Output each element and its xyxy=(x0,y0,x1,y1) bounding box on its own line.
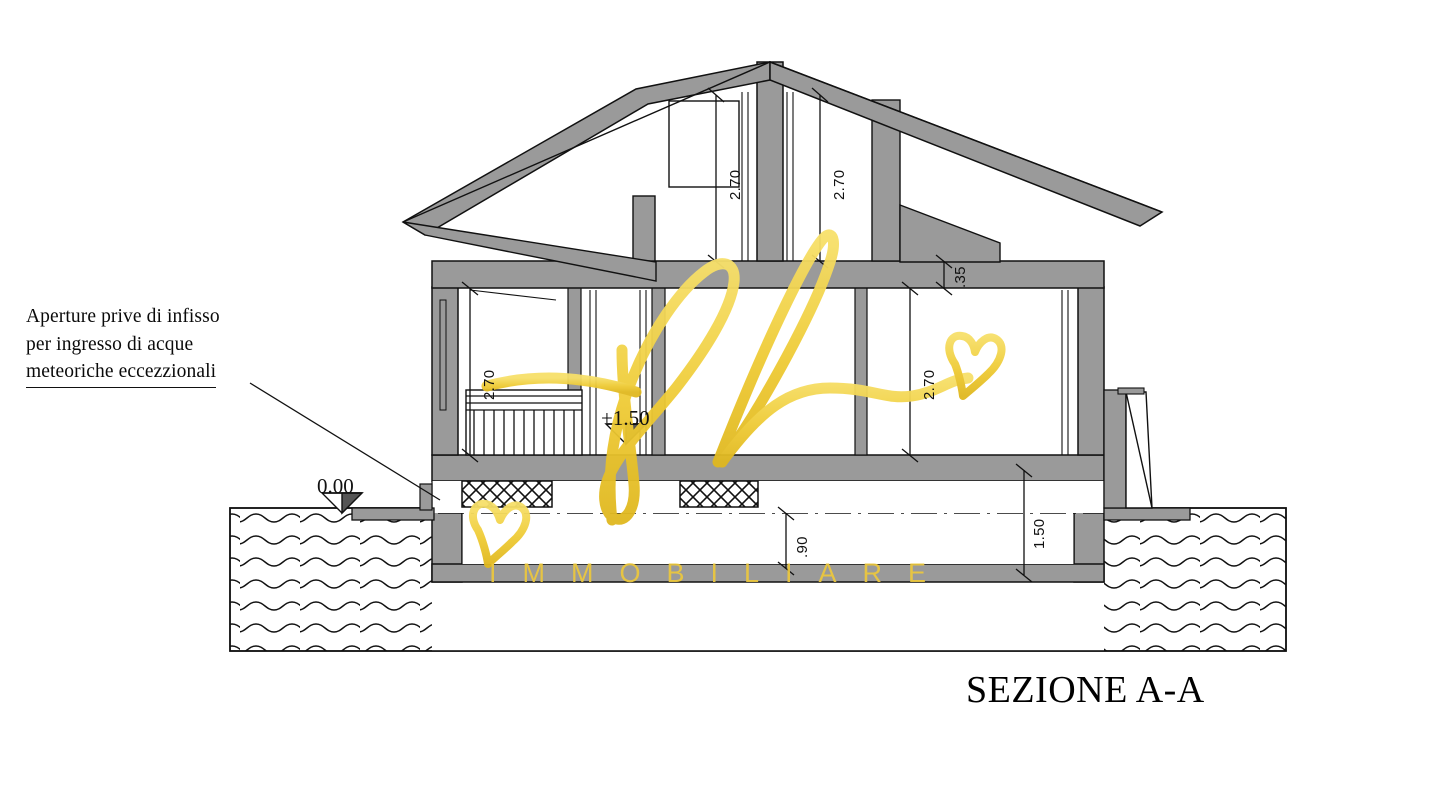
dimension-label-basement: 1.50 xyxy=(1031,518,1048,549)
dim-ground-left xyxy=(461,281,557,463)
dimension-label-attic-left: 2.70 xyxy=(727,169,744,200)
watermark-brand-text: IMMOBILIARE xyxy=(489,558,953,588)
dimension-label-slab-thickness: .35 xyxy=(952,266,969,288)
annotation-line-2: per ingresso di acque xyxy=(26,333,194,355)
elevation-label-first-floor: +1.50 xyxy=(601,406,650,430)
balustrade xyxy=(465,389,583,456)
watermark-heart-left xyxy=(468,499,531,568)
dimension-label-crawlspace: .90 xyxy=(794,536,811,558)
dimension-label-ground-right: 2.70 xyxy=(921,369,938,400)
annotation-line-3: meteoriche eccezzionali xyxy=(26,358,217,389)
annotation-note: Aperture prive di infisso per ingresso d… xyxy=(26,303,294,389)
dim-ground-right xyxy=(901,281,919,463)
watermark-monogram xyxy=(468,229,1006,568)
dim-slab-thickness xyxy=(935,254,953,296)
elevation-label-ground: 0.00 xyxy=(317,474,354,498)
roof-structure xyxy=(401,60,1164,282)
dimension-label-ground-left: 2.70 xyxy=(481,369,498,400)
dim-crawlspace xyxy=(777,506,795,576)
dimension-label-attic-right: 2.70 xyxy=(831,169,848,200)
annotation-line-1: Aperture prive di infisso xyxy=(26,306,220,327)
ground-left-opening xyxy=(439,299,447,411)
exterior-ramp-right xyxy=(1103,387,1153,509)
watermark-heart-right xyxy=(945,331,1006,400)
level-marker-ground xyxy=(320,492,364,515)
attic-level xyxy=(632,61,901,262)
page-title: SEZIONE A-A xyxy=(966,669,1205,711)
ground-floor-slab xyxy=(431,454,1105,482)
exterior-paving xyxy=(351,507,1191,521)
building-structure xyxy=(351,60,1191,583)
dimension-lines xyxy=(461,87,1033,583)
basement-walls xyxy=(431,507,1105,583)
dim-basement xyxy=(1015,463,1033,583)
vent-grate-right xyxy=(679,480,759,508)
exterior-wall-left xyxy=(419,483,433,511)
annotation-leader-line xyxy=(249,382,441,501)
